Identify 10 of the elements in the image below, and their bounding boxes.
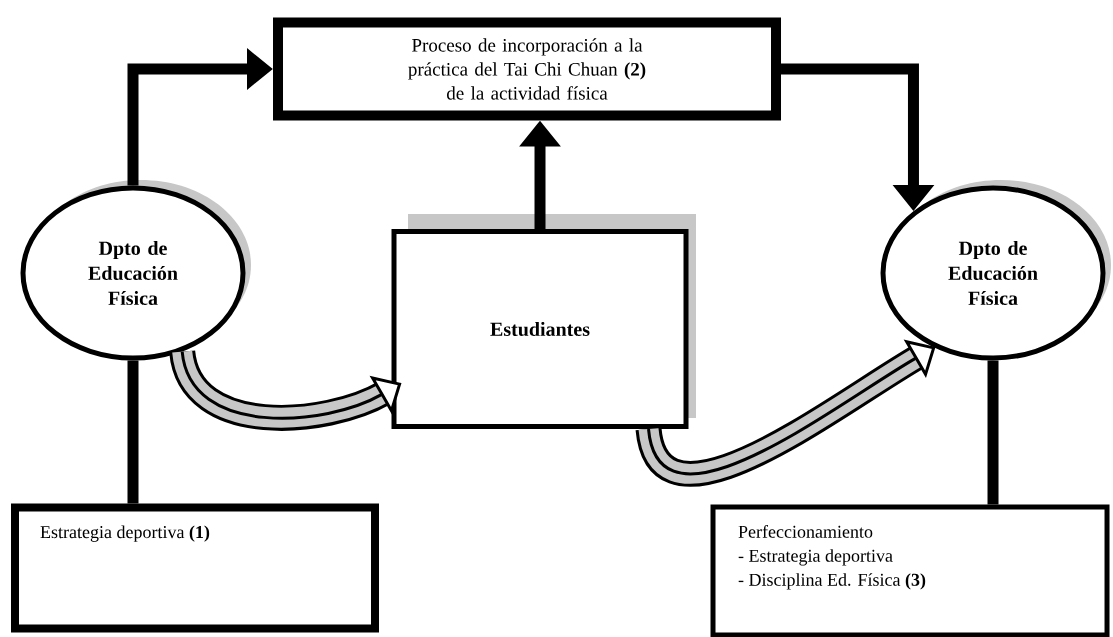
process-box: Estudiantes [391, 214, 696, 429]
text-box: Estrategia deportiva (1) [11, 503, 379, 633]
ellipse-node: Dpto de Educación Física [20, 180, 251, 361]
text-box: Perfeccionamiento - Estrategia deportiva - Disciplina Ed. Física (3) [710, 504, 1110, 637]
connector-line [127, 360, 139, 504]
ellipse-node: Dpto de Educación Física [880, 180, 1111, 361]
process-box: Proceso de incorporación a la práctica del Tai Chi Chuan (2) de la actividad física [273, 17, 781, 121]
connector-line [987, 360, 999, 505]
curved-arrow [635, 339, 936, 487]
curved-arrow [169, 348, 402, 431]
